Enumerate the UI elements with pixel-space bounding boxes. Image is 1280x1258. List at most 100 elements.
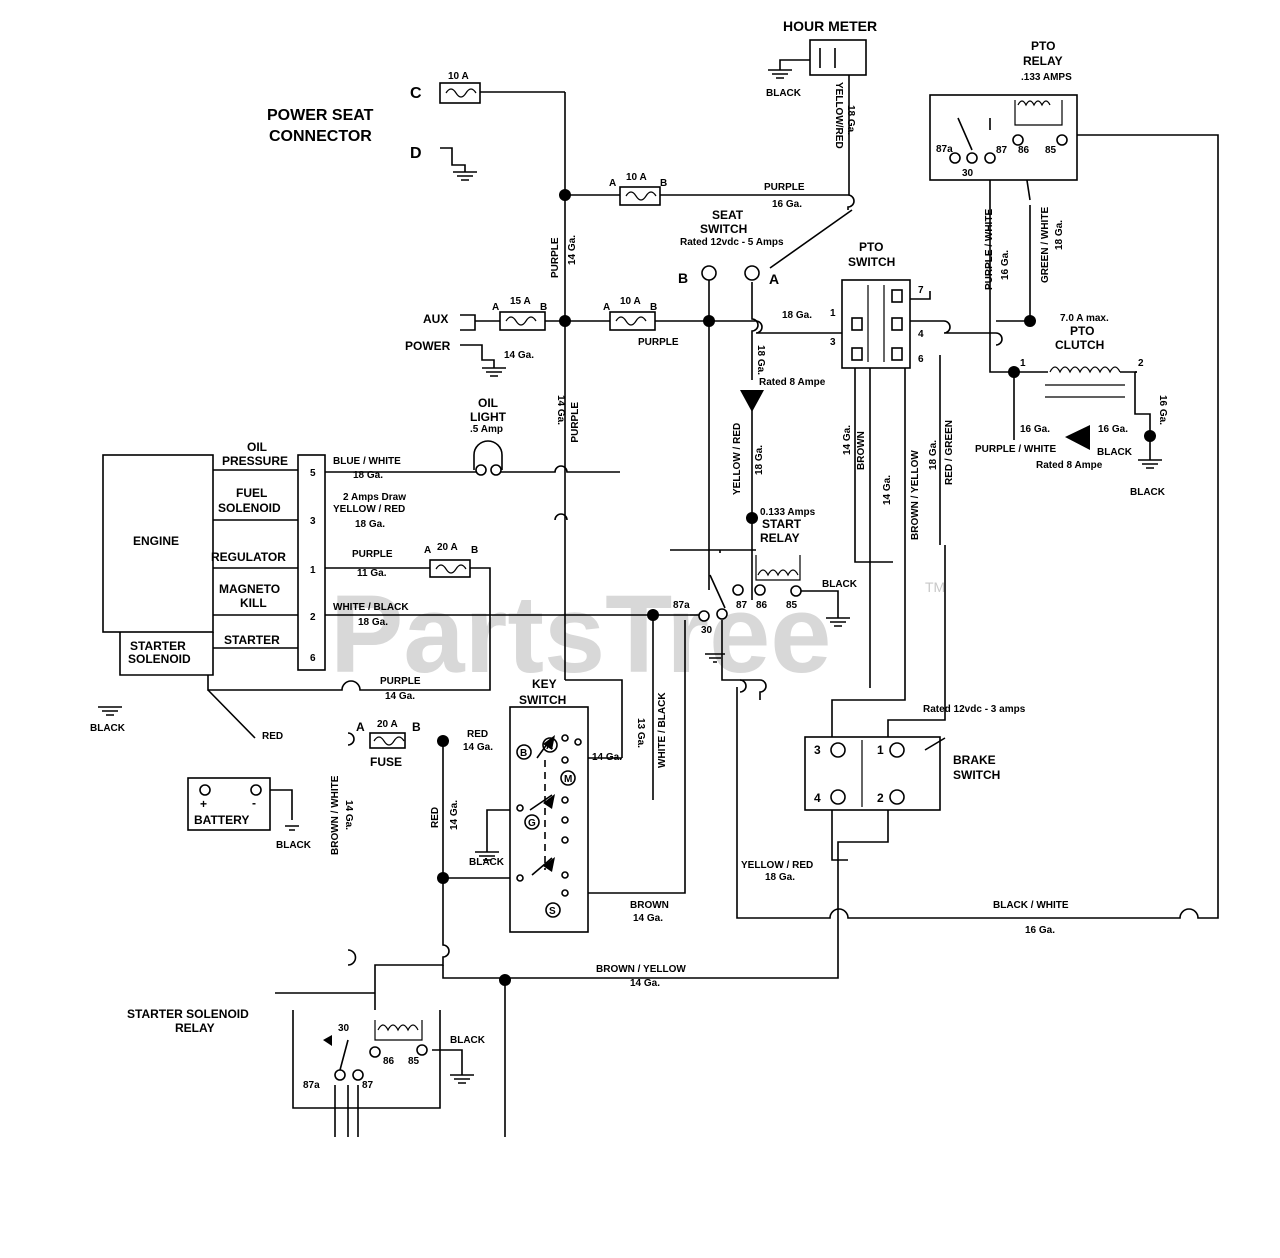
pto-relay	[929, 94, 1078, 181]
key-switch-title-1: KEY	[532, 677, 557, 691]
fuse-aux	[460, 311, 546, 377]
junctions	[437, 189, 1156, 986]
gauge-vertical-top: 18 Ga.	[845, 105, 856, 135]
key-switch-title-2: SWITCH	[519, 693, 566, 707]
starter-solenoid-title-1: STARTER	[130, 639, 186, 653]
brown-horizontal: BROWN	[630, 900, 669, 911]
pto-clutch-title-2: CLUTCH	[1055, 338, 1104, 352]
gauge-14-vertical-by: 14 Ga.	[882, 475, 893, 505]
pto-relay-87: 87	[996, 145, 1008, 156]
gauge-16-pc-left: 16 Ga.	[1020, 424, 1050, 435]
hour-meter-label: HOUR METER	[783, 18, 877, 34]
starter-solenoid-relay-title-2: RELAY	[175, 1021, 215, 1035]
gauge-13-vertical: 13 Ga.	[635, 718, 646, 748]
red-engine: RED	[262, 731, 283, 742]
power-seat-title-1: POWER SEAT	[267, 107, 374, 124]
black-white-bottom: BLACK / WHITE	[993, 900, 1069, 911]
amps-draw: 2 Amps Draw	[343, 492, 406, 503]
oil-pressure-title-1: OIL	[247, 440, 267, 454]
key-switch	[475, 706, 589, 933]
seat-switch-title-1: SEAT	[712, 208, 744, 222]
pto-switch-pin-7: 7	[918, 285, 924, 296]
watermark-tm: TM	[925, 579, 945, 595]
magneto-title-1: MAGNETO	[219, 582, 280, 596]
battery-plus: +	[200, 797, 207, 811]
fuel-solenoid-title-2: SOLENOID	[218, 501, 281, 515]
gauge-18-vertical-seat: 18 Ga.	[755, 345, 766, 375]
fuse-aux-b: B	[540, 302, 547, 313]
key-s: S	[549, 906, 556, 917]
gauge-14-vertical-bw: 14 Ga.	[343, 800, 354, 830]
purple-mid: PURPLE	[638, 337, 679, 348]
gauge-14-vertical-left: 14 Ga.	[449, 800, 460, 830]
ssr-30: 30	[338, 1023, 350, 1034]
brake-pin-4: 4	[814, 791, 821, 805]
ssr-85: 85	[408, 1056, 420, 1067]
pto-relay-85: 85	[1045, 145, 1057, 156]
aux-label: AUX	[423, 312, 448, 326]
diode-seat	[740, 390, 764, 412]
black-battery: BLACK	[276, 840, 312, 851]
red-key-switch: RED	[467, 729, 488, 740]
battery-label: BATTERY	[194, 813, 249, 827]
gauge-14-brown-horizontal: 14 Ga.	[633, 913, 663, 924]
black-pto-clutch: BLACK	[1097, 447, 1133, 458]
fuse-2	[369, 732, 406, 749]
seat-switch-title-2: SWITCH	[700, 222, 747, 236]
fuse-20-a: A	[424, 545, 431, 556]
purple-vertical-mid: PURPLE	[570, 402, 581, 443]
connector-c-label: C	[410, 85, 422, 102]
start-relay-87a: 87a	[673, 600, 690, 611]
purple-white-horizontal: PURPLE / WHITE	[975, 444, 1056, 455]
ssr-87a: 87a	[303, 1080, 320, 1091]
fuse-2-b: B	[412, 720, 421, 734]
pin-3: 3	[310, 516, 316, 527]
red-vertical-left: RED	[430, 807, 441, 828]
gauge-16-top: 16 Ga.	[772, 199, 802, 210]
gauge-16-vertical-pc: 16 Ga.	[1157, 395, 1168, 425]
connector-d	[440, 147, 477, 181]
gauge-14-vertical-mid: 14 Ga.	[555, 395, 566, 425]
fuse-20-b: B	[471, 545, 478, 556]
start-relay	[698, 555, 850, 663]
pto-switch-pin-4: 4	[918, 329, 924, 340]
black-ssr: BLACK	[450, 1035, 486, 1046]
fuse-top	[619, 186, 661, 206]
gauge-14-vertical-brown: 14 Ga.	[842, 425, 853, 455]
yellow-red-fs: YELLOW / RED	[333, 504, 405, 515]
rated-8-ampe-pc: Rated 8 Ampe	[1036, 460, 1103, 471]
purple-vertical-1: PURPLE	[550, 237, 561, 278]
gauge-14-vertical-1: 14 Ga.	[567, 235, 578, 265]
gauge-11-regulator: 11 Ga.	[357, 568, 387, 579]
starter-solenoid-relay-title-1: STARTER SOLENOID	[127, 1007, 249, 1021]
brown-vertical: BROWN	[856, 431, 867, 470]
fuse-mid-b: B	[650, 302, 657, 313]
brake-switch-title-1: BRAKE	[953, 753, 996, 767]
connector-d-label: D	[410, 145, 422, 162]
pto-clutch-title-1: PTO	[1070, 324, 1094, 338]
seat-switch	[701, 265, 760, 281]
brown-yellow-bottom: BROWN / YELLOW	[596, 964, 686, 975]
pto-relay-title-1: PTO	[1031, 39, 1055, 53]
starter-label: STARTER	[224, 633, 280, 647]
pto-relay-amps: .133 AMPS	[1021, 72, 1072, 83]
pto-clutch	[1014, 366, 1162, 469]
pto-clutch-pin-2: 2	[1138, 358, 1144, 369]
starter-solenoid-title-2: SOLENOID	[128, 652, 191, 666]
fuse-c	[439, 82, 481, 104]
battery	[187, 777, 299, 831]
start-relay-title-2: RELAY	[760, 531, 800, 545]
oil-light-amp: .5 Amp	[470, 424, 503, 435]
hour-meter	[768, 39, 867, 79]
pto-relay-86: 86	[1018, 145, 1030, 156]
start-relay-30: 30	[701, 625, 713, 636]
blue-white-label: BLUE / WHITE	[333, 456, 401, 467]
ssr-86: 86	[383, 1056, 395, 1067]
start-relay-87: 87	[736, 600, 748, 611]
green-white-vertical: GREEN / WHITE	[1040, 207, 1051, 283]
hour-meter-black: BLACK	[766, 88, 802, 99]
white-black-label: WHITE / BLACK	[333, 602, 409, 613]
white-black-vertical: WHITE / BLACK	[657, 692, 668, 768]
ssr-87: 87	[362, 1080, 374, 1091]
